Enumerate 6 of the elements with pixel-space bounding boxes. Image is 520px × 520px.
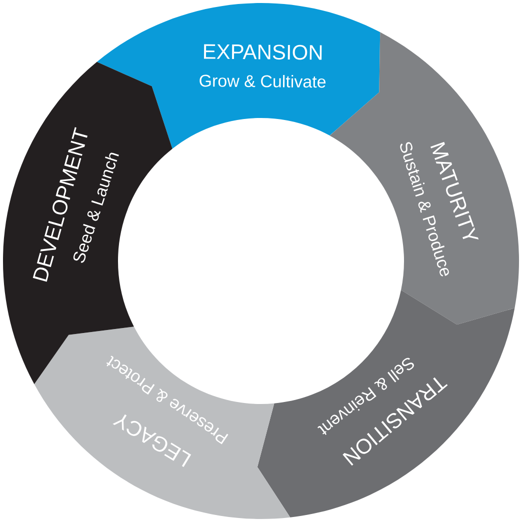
ring-segment bbox=[330, 32, 519, 325]
segment-title: EXPANSION bbox=[204, 44, 322, 60]
ring-segment bbox=[34, 326, 290, 519]
ring-segment bbox=[257, 290, 515, 518]
ring-segment bbox=[96, 3, 380, 149]
segment-subtitle: Grow & Cultivate bbox=[200, 74, 326, 88]
